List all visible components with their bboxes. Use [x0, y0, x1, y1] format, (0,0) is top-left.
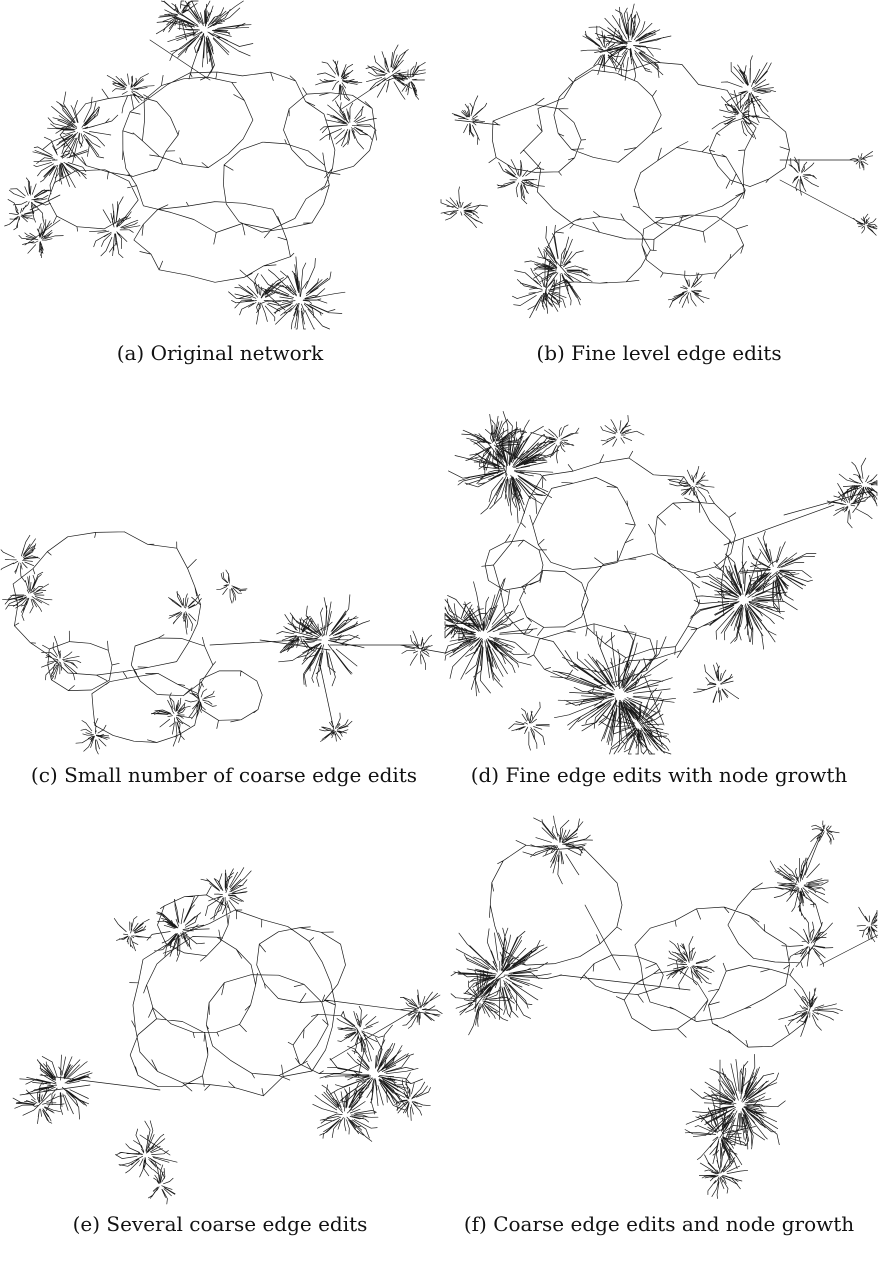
caption-b: (b) Fine level edge edits: [440, 341, 878, 365]
network-edges: [441, 4, 877, 318]
panel-e: [0, 815, 450, 1205]
network-graph-a: [0, 0, 440, 330]
network-graph-f: [450, 815, 878, 1205]
panel-c: [0, 395, 450, 755]
network-graph-d: [444, 395, 878, 755]
panel-d: [444, 395, 878, 755]
caption-c: (c) Small number of coarse edge edits: [4, 763, 444, 787]
caption-e: (e) Several coarse edge edits: [0, 1212, 440, 1236]
network-edges: [5, 1, 426, 329]
network-edges: [451, 816, 878, 1199]
network-graph-b: [440, 0, 878, 330]
caption-f: (f) Coarse edge edits and node growth: [440, 1212, 878, 1236]
panel-f: [450, 815, 878, 1205]
caption-a: (a) Original network: [0, 341, 440, 365]
network-graph-c: [0, 395, 450, 755]
panel-b: [440, 0, 878, 330]
panel-a: [0, 0, 440, 330]
network-edges: [13, 868, 442, 1204]
network-edges: [445, 411, 877, 754]
caption-d: (d) Fine edge edits with node growth: [440, 763, 878, 787]
network-edges: [1, 532, 445, 754]
network-graph-e: [0, 815, 450, 1205]
